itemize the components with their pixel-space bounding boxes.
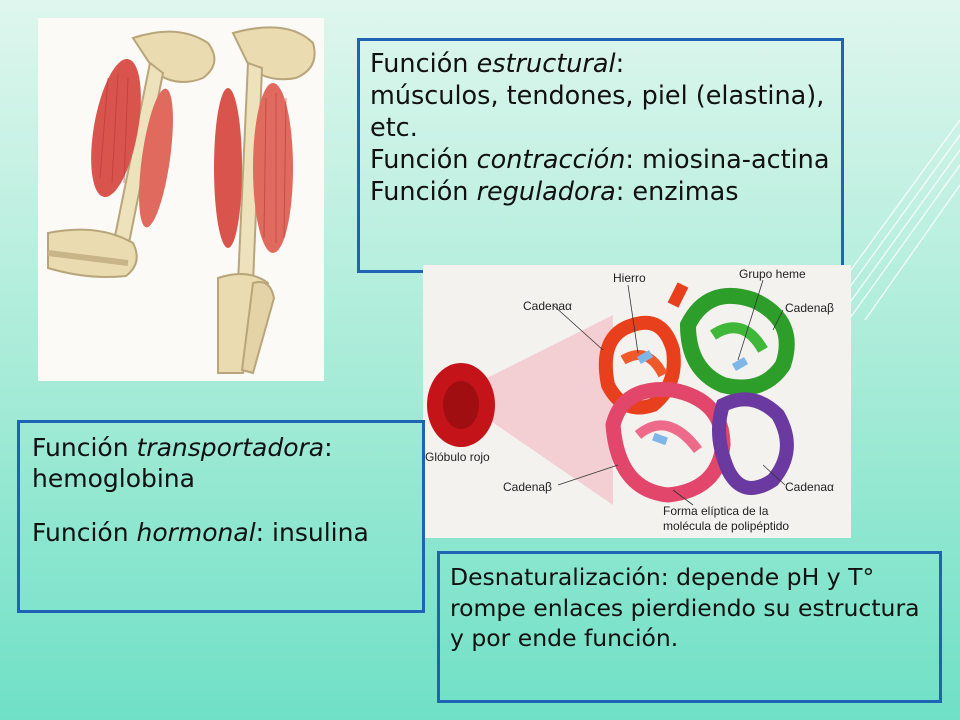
text-prefix: Función <box>32 517 137 547</box>
hemoglobin-diagram: Cadenaα Hierro Grupo heme Cadenaβ Glóbul… <box>423 265 851 538</box>
function-name: contracción <box>476 144 626 175</box>
light-rays <box>453 315 613 505</box>
label-forma-line2: molécula de polipéptido <box>663 519 789 533</box>
denaturation-text: Desnaturalización: depende pH y T° rompe… <box>450 563 920 653</box>
beta-chain-green <box>679 287 795 396</box>
function-name: reguladora <box>476 176 616 207</box>
label-cadena-alpha-right: Cadenaα <box>785 480 834 494</box>
function-name: hormonal <box>136 517 256 547</box>
left-arm-drawing <box>47 30 216 278</box>
text-prefix: Función <box>32 433 137 462</box>
arm-muscle-illustration <box>38 18 324 381</box>
transport-function-line: Función transportadora: hemoglobina <box>32 432 410 495</box>
label-forma-line1: Forma elíptica de la <box>663 504 769 518</box>
structural-function-line: Función estructural: <box>370 49 831 81</box>
regulatory-function-line: Función reguladora: enzimas <box>370 177 831 209</box>
denaturation-box: Desnaturalización: depende pH y T° rompe… <box>437 551 942 703</box>
label-globulo-rojo: Glóbulo rojo <box>425 450 490 464</box>
beta-chain-pink <box>605 381 731 503</box>
text-suffix: : hemoglobina <box>32 433 333 494</box>
alpha-chain-purple <box>712 392 794 495</box>
text-suffix: : insulina <box>255 517 369 547</box>
label-cadena-beta-left: Cadenaβ <box>503 480 552 494</box>
function-name: estructural <box>476 49 616 79</box>
label-hierro: Hierro <box>613 271 646 285</box>
label-grupo-heme: Grupo heme <box>739 267 806 281</box>
label-cadena-alpha-left: Cadenaα <box>523 299 572 313</box>
contraction-function-line: Función contracción: miosina-actina <box>370 145 831 177</box>
hormonal-function-line: Función hormonal: insulina <box>32 517 410 548</box>
structural-examples-line: músculos, tendones, piel (elastina), etc… <box>370 80 825 143</box>
function-name: transportadora <box>136 433 325 462</box>
text-suffix: : <box>615 49 625 79</box>
right-arm-drawing <box>214 26 316 375</box>
text-prefix: Función <box>370 144 477 175</box>
text-prefix: Función <box>370 49 477 79</box>
text-prefix: Función <box>370 176 477 207</box>
text-suffix: : enzimas <box>615 176 739 207</box>
structural-functions-box: Función estructural: músculos, tendones,… <box>357 38 844 273</box>
transport-hormonal-box: Función transportadora: hemoglobina Func… <box>17 420 425 613</box>
text-suffix: : miosina-actina <box>625 144 830 175</box>
label-cadena-beta-right: Cadenaβ <box>785 301 834 315</box>
